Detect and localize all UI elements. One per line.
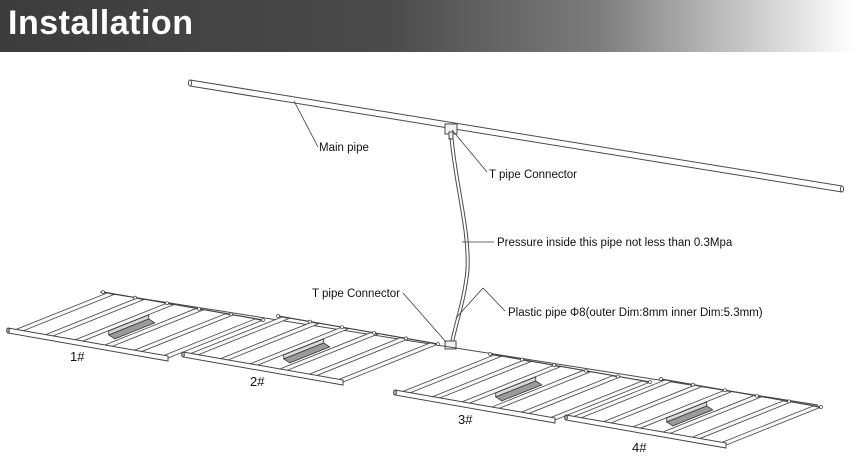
- back-rail: [660, 378, 822, 408]
- front-rail: [182, 351, 344, 386]
- front-rail: [565, 414, 727, 449]
- rail-screw: [133, 295, 137, 300]
- fixtures: [6, 290, 823, 449]
- label-pressure: Pressure inside this pipe not less than …: [497, 237, 733, 249]
- fixture-2: [181, 314, 440, 386]
- fixture-4: [564, 377, 823, 449]
- rail-screw: [819, 405, 823, 409]
- rail-screw: [101, 290, 105, 294]
- rail-screw: [648, 380, 652, 384]
- leader-lines: [293, 100, 506, 343]
- rail-screw: [340, 325, 344, 330]
- light-bar: [244, 326, 350, 368]
- rail-end: [181, 351, 185, 358]
- front-rail: [7, 327, 169, 362]
- back-rail: [489, 353, 651, 383]
- light-bar: [397, 354, 503, 395]
- rail-screw: [372, 330, 376, 335]
- rail-screw: [197, 306, 201, 311]
- light-bar: [456, 364, 562, 406]
- rail-screw: [723, 388, 727, 393]
- rail-screw: [616, 374, 620, 379]
- label-t-pipe-connector-bottom: T pipe Connector: [312, 288, 400, 300]
- light-bar: [69, 302, 175, 344]
- rail-screw: [261, 318, 265, 322]
- t-pipe-connector-bottom: [444, 340, 457, 350]
- rail-screw: [584, 368, 588, 373]
- rail-screw: [488, 352, 492, 356]
- rail-screw: [552, 363, 556, 368]
- rail-end: [393, 389, 397, 396]
- fixture-label-3: 3#: [458, 412, 473, 427]
- light-bar: [627, 389, 733, 431]
- plastic-pipe: [449, 137, 470, 346]
- fixture-3: [393, 352, 652, 424]
- rail-screw: [787, 399, 791, 404]
- label-t-pipe-connector-top: T pipe Connector: [489, 169, 577, 181]
- driver-box-top: [495, 376, 537, 398]
- rail-end: [6, 327, 10, 334]
- light-bar: [545, 380, 651, 421]
- rail-screw: [755, 393, 759, 398]
- fixture-label-2: 2#: [250, 374, 265, 389]
- main-pipe: [188, 79, 844, 193]
- back-rail: [277, 315, 439, 345]
- light-bar: [10, 292, 116, 333]
- page-title: Installation: [8, 4, 194, 42]
- driver-box-top: [108, 314, 150, 336]
- rail-screw: [691, 382, 695, 387]
- rail-screw: [436, 342, 440, 346]
- rail-end: [564, 414, 568, 421]
- back-rail: [102, 291, 264, 321]
- rail-screw: [165, 301, 169, 306]
- driver-box-top: [283, 338, 325, 360]
- light-bar: [568, 379, 674, 420]
- label-main-pipe: Main pipe: [319, 142, 369, 154]
- rail-screw: [308, 319, 312, 324]
- rail-screw: [659, 377, 663, 381]
- fixture-label-1: 1#: [70, 349, 85, 364]
- rail-screw: [276, 314, 280, 318]
- front-rail: [394, 389, 556, 424]
- light-bar: [716, 405, 822, 446]
- t-pipe-connector-top: [444, 123, 458, 140]
- driver-box-top: [666, 401, 708, 423]
- fixture-label-4: 4#: [632, 440, 647, 455]
- fixture-1: [6, 290, 265, 362]
- rail-screw: [229, 312, 233, 317]
- label-plastic-pipe: Plastic pipe Φ8(outer Dim:8mm inner Dim:…: [508, 307, 763, 319]
- rail-screw: [404, 336, 408, 341]
- rail-screw: [520, 357, 524, 362]
- light-bar: [333, 342, 439, 383]
- header-bar: Installation: [0, 0, 854, 52]
